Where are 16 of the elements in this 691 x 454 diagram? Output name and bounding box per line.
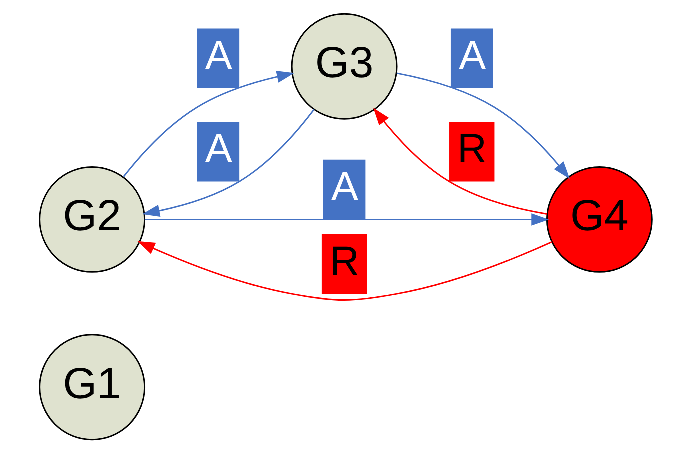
node-circle: G1 <box>38 334 146 441</box>
arrow <box>372 108 547 215</box>
edge-label: A <box>204 32 232 78</box>
edge-label: A <box>330 164 358 210</box>
edge-label: A <box>204 126 232 172</box>
node-circle: G4 <box>546 166 652 273</box>
edge-label: R <box>329 238 359 284</box>
arrow <box>144 214 549 226</box>
arrow <box>396 72 570 180</box>
node-circle: G2 <box>38 166 146 273</box>
arrow <box>122 70 294 178</box>
edge-label: R <box>457 126 487 172</box>
node-circle: G3 <box>290 13 398 120</box>
arrow <box>142 109 314 218</box>
edge-label: A <box>458 32 486 78</box>
arrow <box>137 241 552 301</box>
